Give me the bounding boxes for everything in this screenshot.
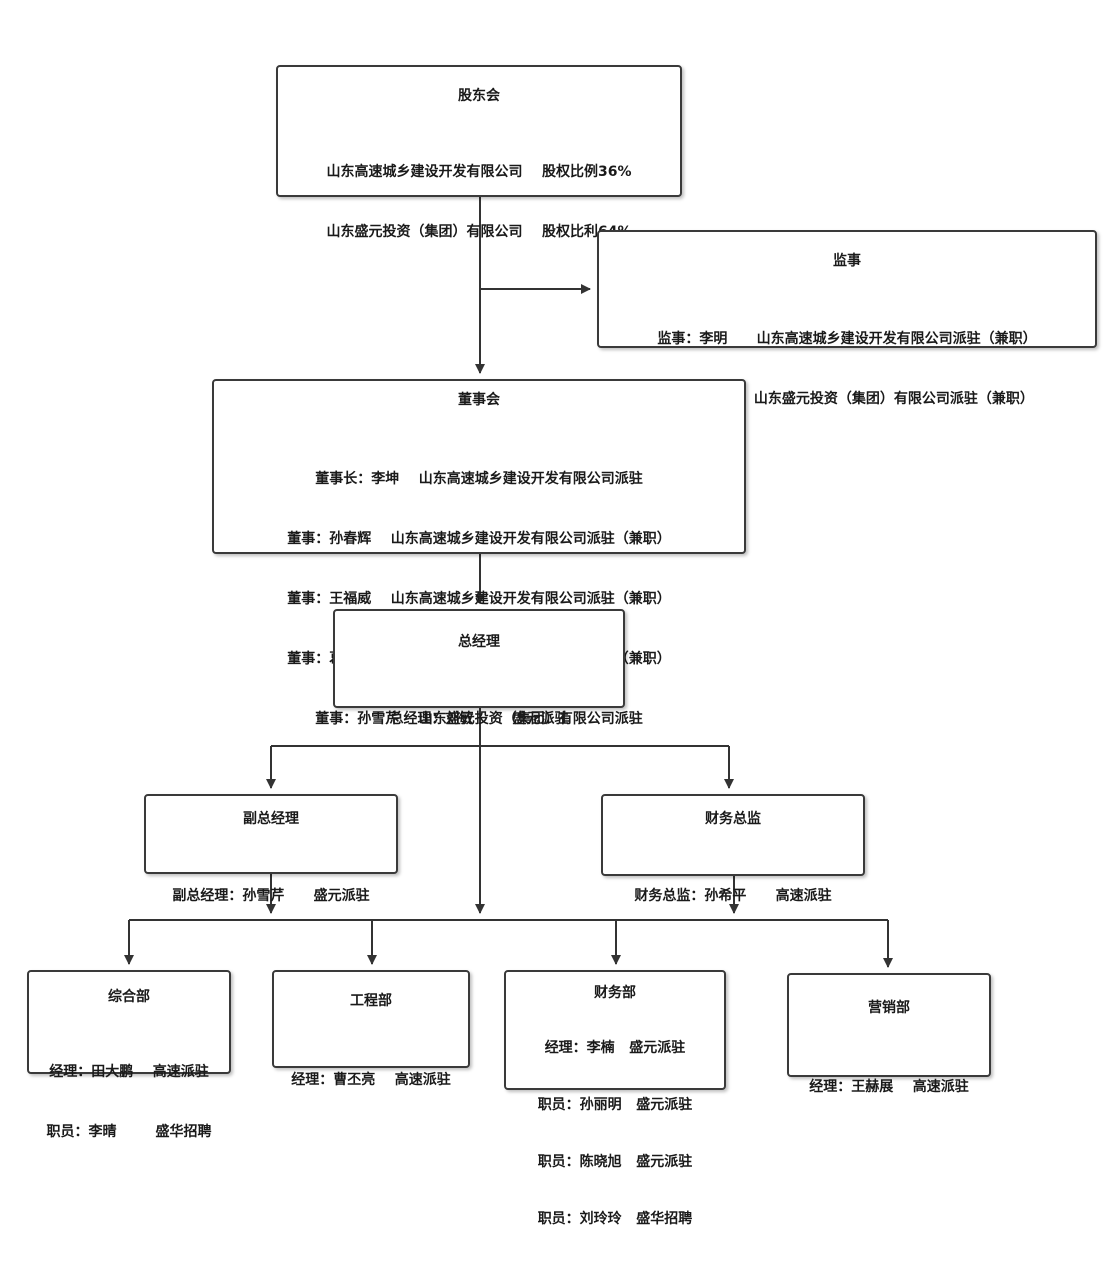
shareholders-node: 股东会 山东高速城乡建设开发有限公司 股权比例36% 山东盛元投资（集团）有限公… [276, 65, 682, 240]
cfo-line: 财务总监：孙希平 高速派驻 [634, 888, 832, 904]
shareholder-line: 山东高速城乡建设开发有限公司 股权比例36% [326, 164, 632, 180]
cfo-title: 财务总监 [705, 811, 761, 827]
supervisors-node: 监事 监事：李明 山东高速城乡建设开发有限公司派驻（兼职） 监事：王倞颖 山东盛… [597, 230, 1097, 407]
shareholder-line: 山东盛元投资（集团）有限公司 股权比利64% [326, 224, 632, 240]
cfo-node: 财务总监 财务总监：孙希平 高速派驻 [601, 794, 865, 904]
deputy-gm-line: 副总经理：孙雪芹 盛元派驻 [172, 888, 370, 904]
gm-title: 总经理 [458, 634, 500, 650]
dept-finance-line: 职员：孙丽明 盛元派驻 [537, 1097, 693, 1113]
deputy-gm-node: 副总经理 副总经理：孙雪芹 盛元派驻 [144, 794, 398, 904]
supervisor-line: 监事：李明 山东高速城乡建设开发有限公司派驻（兼职） [657, 331, 1037, 347]
board-member-line: 董事长：李坤 山东高速城乡建设开发有限公司派驻 [315, 471, 643, 487]
supervisors-title: 监事 [833, 253, 861, 269]
dept-finance-line: 经理：李楠 盛元派驻 [544, 1040, 686, 1056]
gm-node: 总经理 总经理：刘敏 盛元派驻 [333, 609, 625, 727]
dept-general-line: 职员：李晴 盛华招聘 [46, 1124, 212, 1140]
deputy-gm-title: 副总经理 [243, 811, 299, 827]
board-member-line: 董事：王福威 山东高速城乡建设开发有限公司派驻（兼职） [287, 591, 671, 607]
dept-finance-node: 财务部 经理：李楠 盛元派驻 职员：孙丽明 盛元派驻 职员：陈晓旭 盛元派驻 职… [504, 970, 726, 1227]
shareholders-title: 股东会 [458, 88, 500, 104]
dept-general-line: 经理：田大鹏 高速派驻 [49, 1064, 209, 1080]
dept-engineering-node: 工程部 经理：曹丕亮 高速派驻 [272, 970, 470, 1088]
connector-lines [124, 197, 893, 968]
dept-engineering-line: 经理：曹丕亮 高速派驻 [291, 1072, 451, 1088]
gm-line: 总经理：刘敏 盛元派驻 [389, 711, 569, 727]
dept-general-title: 综合部 [108, 989, 150, 1005]
board-title: 董事会 [458, 392, 500, 408]
dept-finance-line: 职员：刘玲玲 盛华招聘 [537, 1211, 693, 1227]
board-node: 董事会 董事长：李坤 山东高速城乡建设开发有限公司派驻 董事：孙春辉 山东高速城… [212, 379, 746, 727]
dept-marketing-node: 营销部 经理：王赫展 高速派驻 [787, 973, 991, 1095]
dept-finance-line: 职员：陈晓旭 盛元派驻 [537, 1154, 693, 1170]
dept-marketing-title: 营销部 [868, 1000, 910, 1016]
dept-engineering-title: 工程部 [350, 993, 392, 1009]
board-member-line: 董事：孙雪芹 山东盛元投资（集团）有限公司派驻 [315, 711, 643, 727]
dept-finance-title: 财务部 [594, 985, 636, 1001]
board-member-line: 董事：孙春辉 山东高速城乡建设开发有限公司派驻（兼职） [287, 531, 671, 547]
dept-general-node: 综合部 经理：田大鹏 高速派驻 职员：李晴 盛华招聘 [27, 970, 231, 1140]
dept-marketing-line: 经理：王赫展 高速派驻 [809, 1079, 969, 1095]
